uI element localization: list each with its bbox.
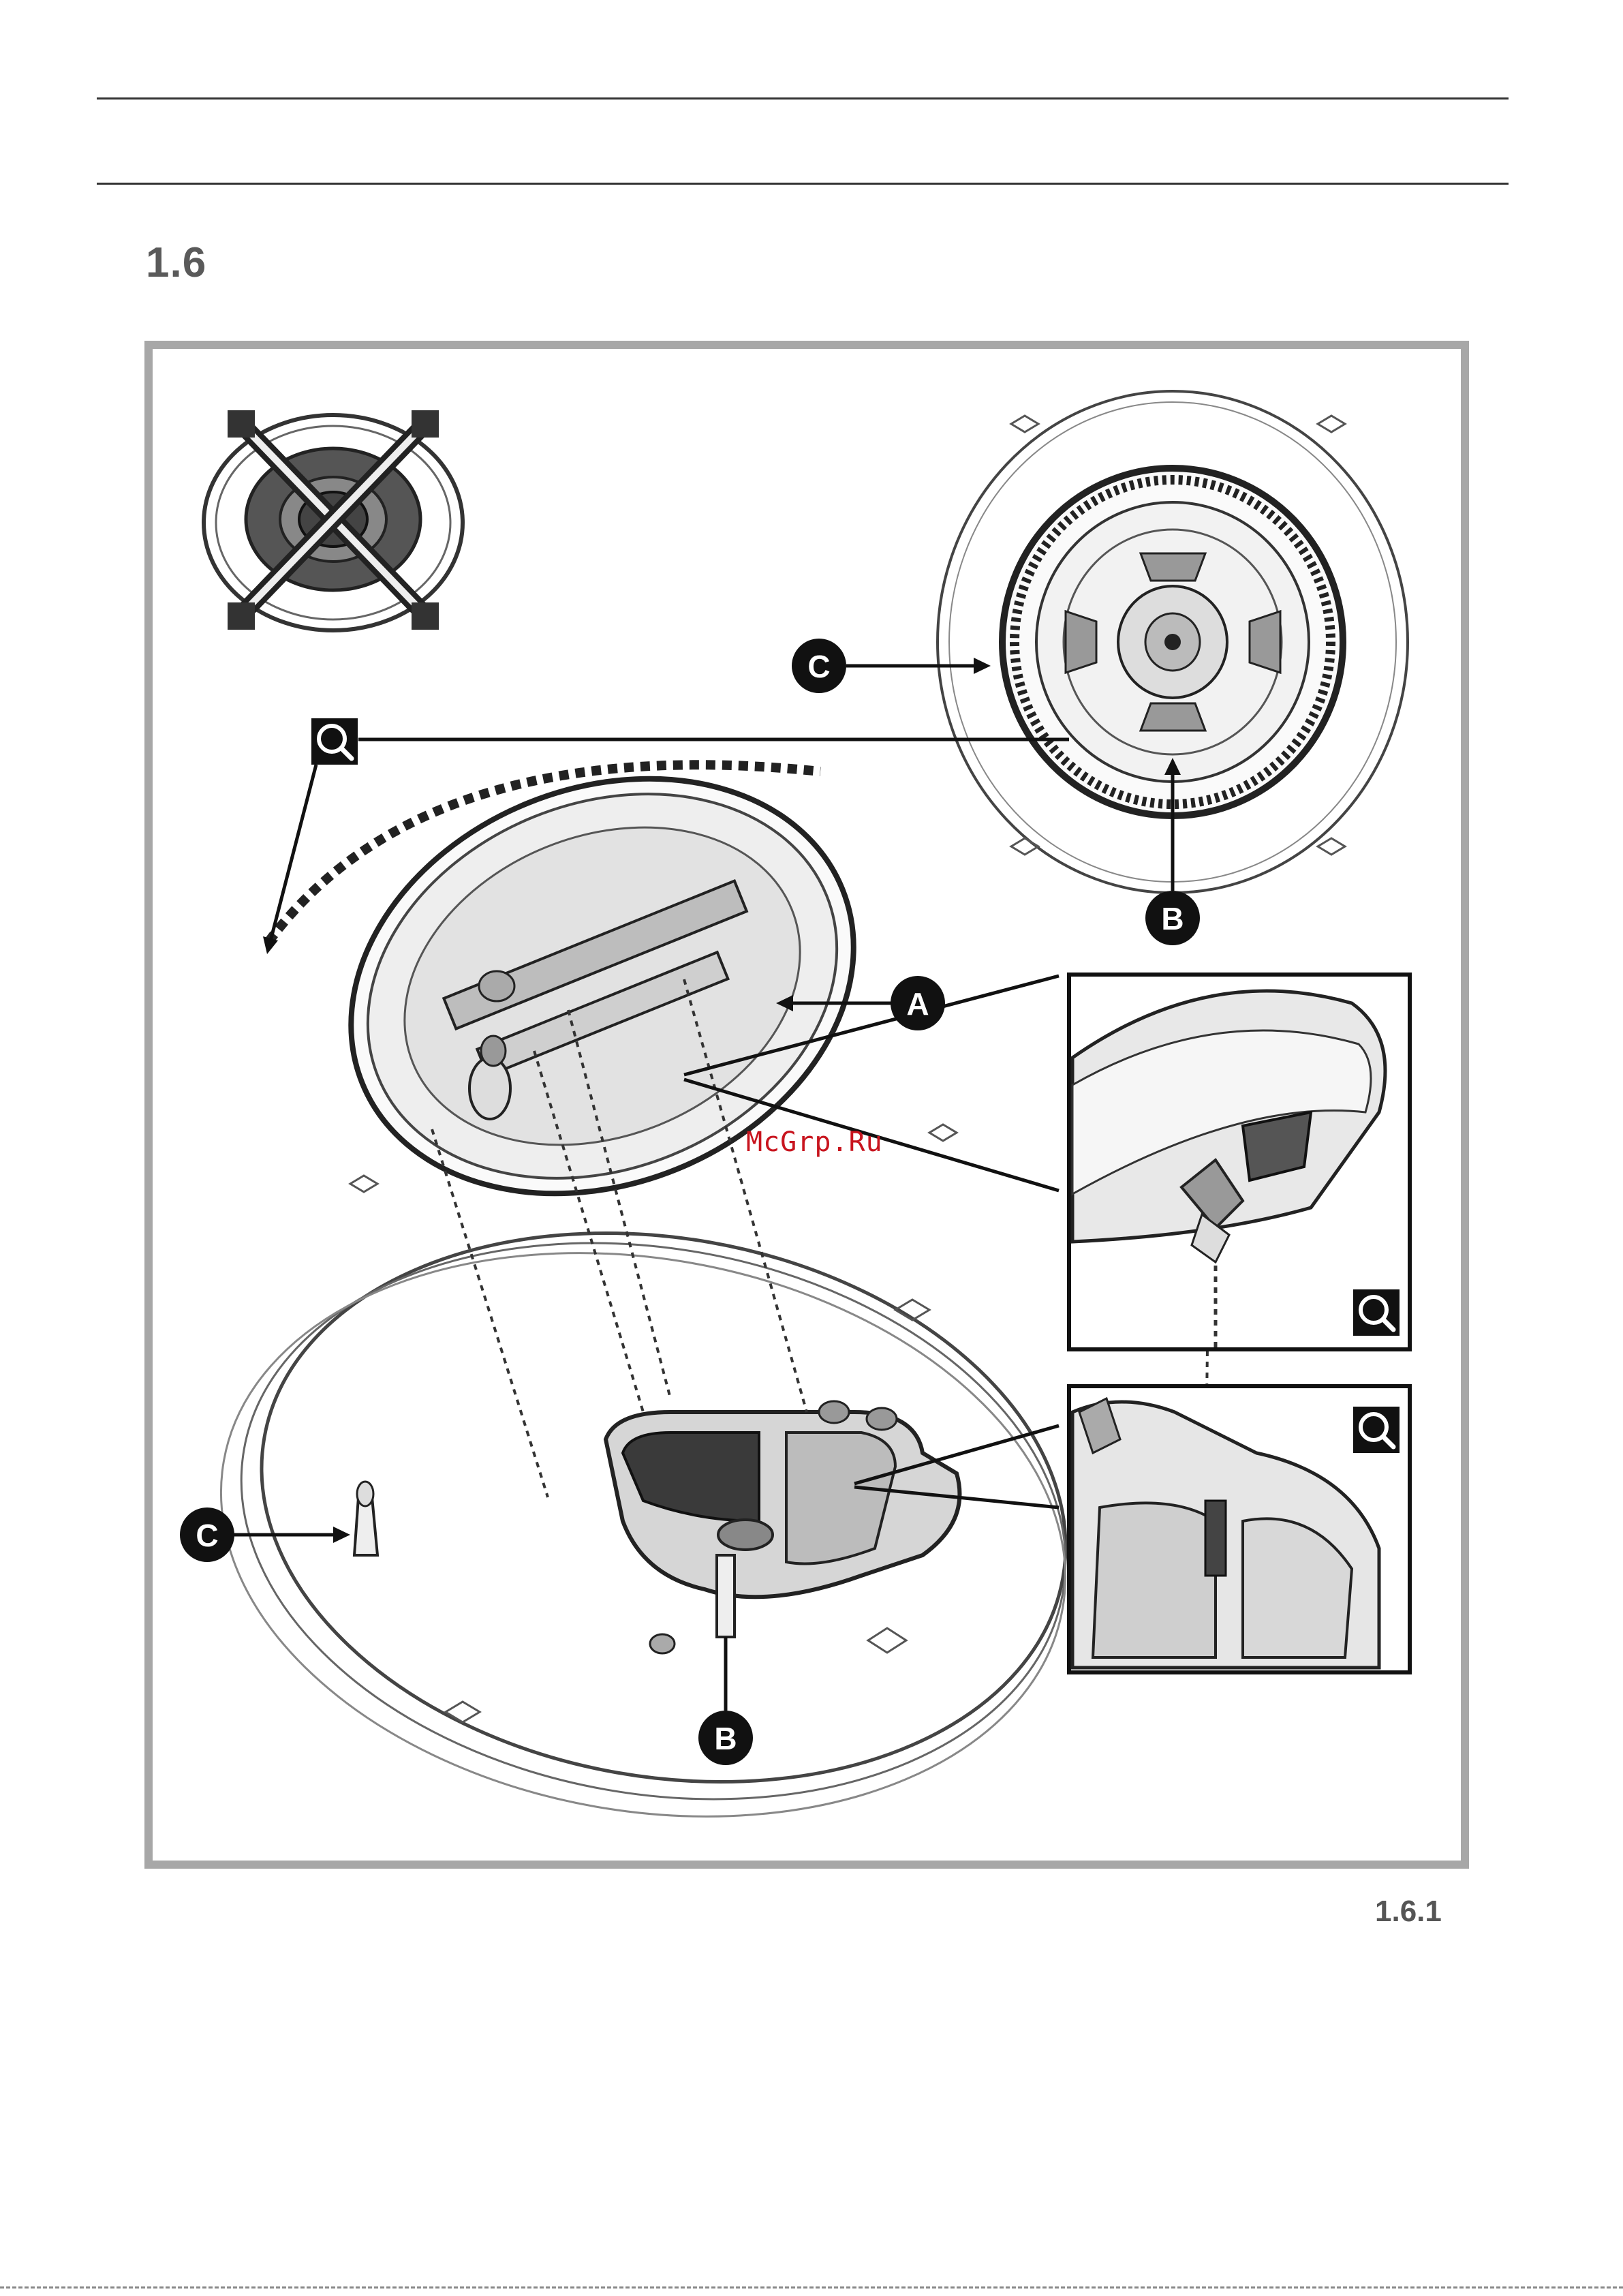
burner-cap-exploded xyxy=(268,706,916,1266)
page-bottom-rule xyxy=(0,2286,1623,2289)
callout-a-letter: A xyxy=(906,986,929,1022)
callout-c-bottom-letter: C xyxy=(196,1518,218,1553)
zoom-icon xyxy=(1353,1407,1400,1453)
watermark: McGrp.Ru xyxy=(746,1127,883,1158)
ignition-electrode xyxy=(354,1482,377,1555)
header-rule-second xyxy=(97,183,1509,185)
zoom-icon xyxy=(1353,1289,1400,1336)
callout-b-bottom-letter: B xyxy=(714,1721,737,1756)
burner-thumbnail xyxy=(204,410,463,630)
callout-c-bottom: C xyxy=(180,1507,350,1562)
callout-b-bottom: B xyxy=(698,1637,753,1765)
callout-c-top-letter: C xyxy=(807,649,830,684)
section-number: 1.6 xyxy=(146,239,206,287)
figure-number: 1.6.1 xyxy=(1375,1895,1442,1929)
burner-diagram: A C B C B xyxy=(153,349,1461,1861)
callout-c-top: C xyxy=(792,639,991,693)
header-rule-top xyxy=(97,97,1509,100)
callout-b-top-letter: B xyxy=(1161,901,1184,936)
zoom-icon xyxy=(263,718,358,954)
burner-base xyxy=(606,1401,959,1653)
figure-frame: A C B C B xyxy=(144,341,1469,1869)
